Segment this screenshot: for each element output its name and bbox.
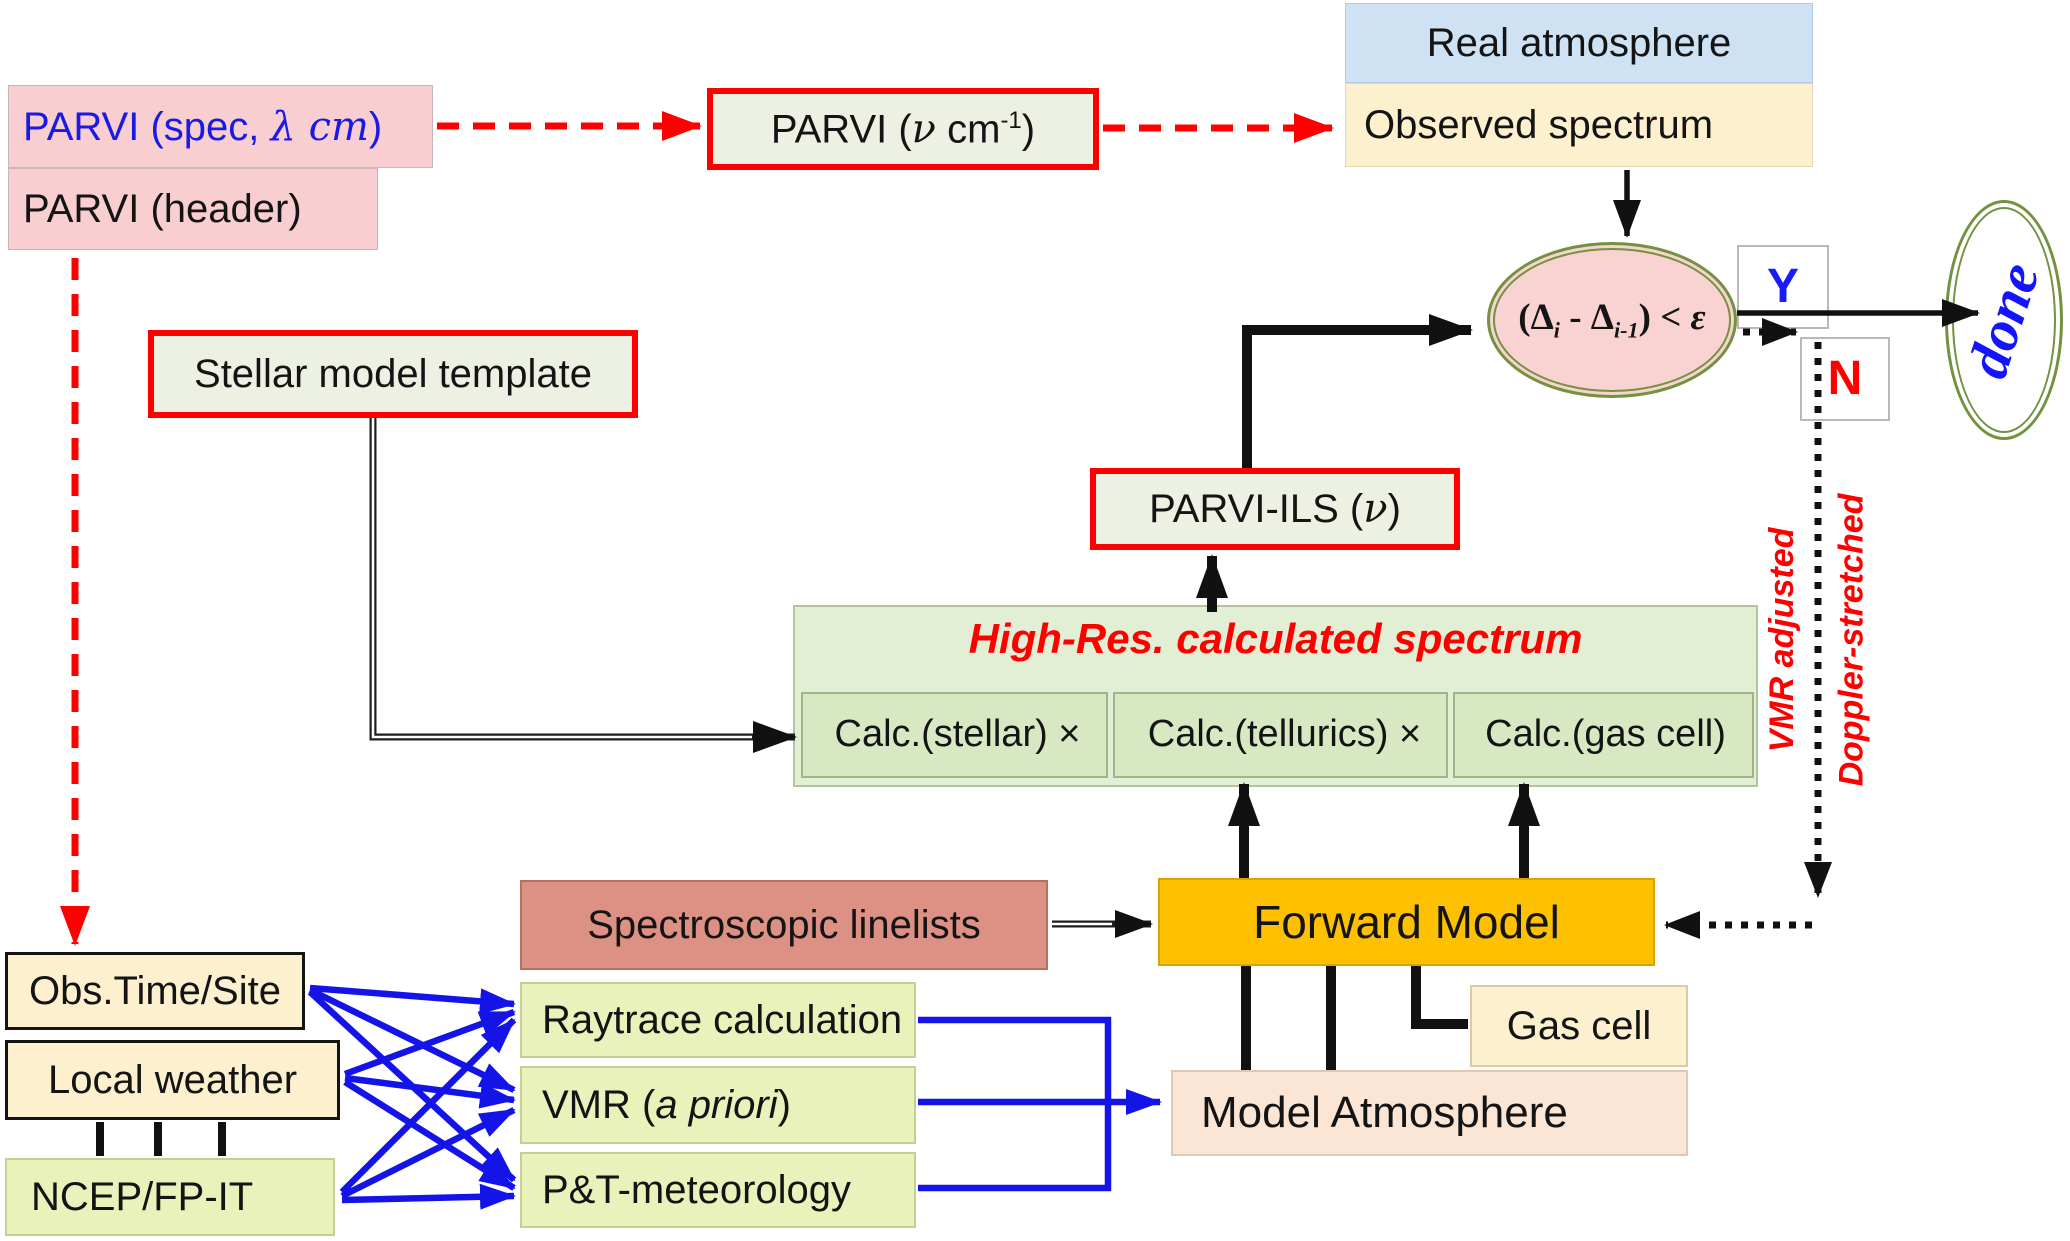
ncep-fpit-label: NCEP/FP-IT [31, 1175, 254, 1219]
observed-spectrum-label: Observed spectrum [1364, 103, 1714, 147]
calc-tellurics-box: Calc.(tellurics) × [1113, 692, 1448, 778]
convergence-condition-label: (Δi - Δi-1) < ε [1518, 296, 1706, 343]
real-atmosphere-label: Real atmosphere [1426, 21, 1732, 65]
local-weather-label: Local weather [47, 1058, 298, 1102]
yes-branch-label-box: Y [1737, 245, 1829, 329]
raytrace-calculation-box: Raytrace calculation [520, 982, 916, 1058]
forward-model-box: Forward Model [1158, 878, 1655, 966]
parvi-wavenumber-label: PARVI (ν cm-1) [770, 106, 1036, 153]
vmr-apriori-box: VMR (a priori) [520, 1066, 916, 1144]
no-branch-label-box: N [1800, 337, 1890, 421]
stellar-model-template-box: Stellar model template [148, 330, 638, 418]
doppler-stretched-note: Doppler-stretched [1832, 493, 1871, 787]
forward-model-label: Forward Model [1253, 895, 1560, 948]
done-ellipse: done [1945, 200, 2063, 440]
yes-label: Y [1766, 259, 1799, 313]
vmr-apriori-label: VMR (a priori) [542, 1083, 791, 1127]
parvi-ils-label: PARVI-ILS (ν) [1149, 486, 1401, 532]
calc-gascell-box: Calc.(gas cell) [1453, 692, 1754, 778]
vmr-adjusted-note: VMR adjusted [1763, 527, 1801, 753]
gas-cell-label: Gas cell [1506, 1004, 1652, 1048]
obs-time-site-label: Obs.Time/Site [29, 969, 281, 1013]
pt-meteorology-box: P&T-meteorology [520, 1152, 916, 1228]
calc-tellurics-label: Calc.(tellurics) × [1147, 713, 1422, 756]
calc-stellar-box: Calc.(stellar) × [801, 692, 1108, 778]
local-weather-box: Local weather [5, 1040, 340, 1120]
highres-spectrum-title: High-Res. calculated spectrum [968, 615, 1583, 662]
observed-spectrum-box: Observed spectrum [1345, 83, 1813, 167]
convergence-condition-ellipse: (Δi - Δi-1) < ε [1487, 242, 1737, 398]
gas-cell-box: Gas cell [1470, 985, 1688, 1067]
model-atmosphere-box: Model Atmosphere [1171, 1070, 1688, 1156]
parvi-wavenumber-box: PARVI (ν cm-1) [707, 88, 1099, 170]
parvi-ils-box: PARVI-ILS (ν) [1090, 468, 1460, 550]
stellar-model-template-label: Stellar model template [194, 352, 592, 396]
real-atmosphere-box: Real atmosphere [1345, 3, 1813, 83]
parvi-spec-box: PARVI (spec, λ cm) [8, 85, 433, 168]
parvi-header-box: PARVI (header) [8, 168, 378, 250]
spectroscopic-linelists-label: Spectroscopic linelists [587, 903, 981, 947]
spectroscopic-linelists-box: Spectroscopic linelists [520, 880, 1048, 970]
no-label: N [1827, 351, 1863, 405]
calc-gascell-label: Calc.(gas cell) [1485, 713, 1726, 756]
ncep-fpit-box: NCEP/FP-IT [5, 1158, 335, 1236]
parvi-header-label: PARVI (header) [23, 187, 302, 231]
model-atmosphere-label: Model Atmosphere [1201, 1087, 1568, 1137]
parvi-spec-label: PARVI (spec, λ cm) [23, 103, 383, 150]
calc-stellar-label: Calc.(stellar) × [834, 713, 1081, 756]
raytrace-calculation-label: Raytrace calculation [542, 998, 903, 1042]
done-label: done [1954, 254, 2052, 385]
obs-time-site-box: Obs.Time/Site [5, 952, 305, 1030]
pt-meteorology-label: P&T-meteorology [542, 1168, 852, 1212]
